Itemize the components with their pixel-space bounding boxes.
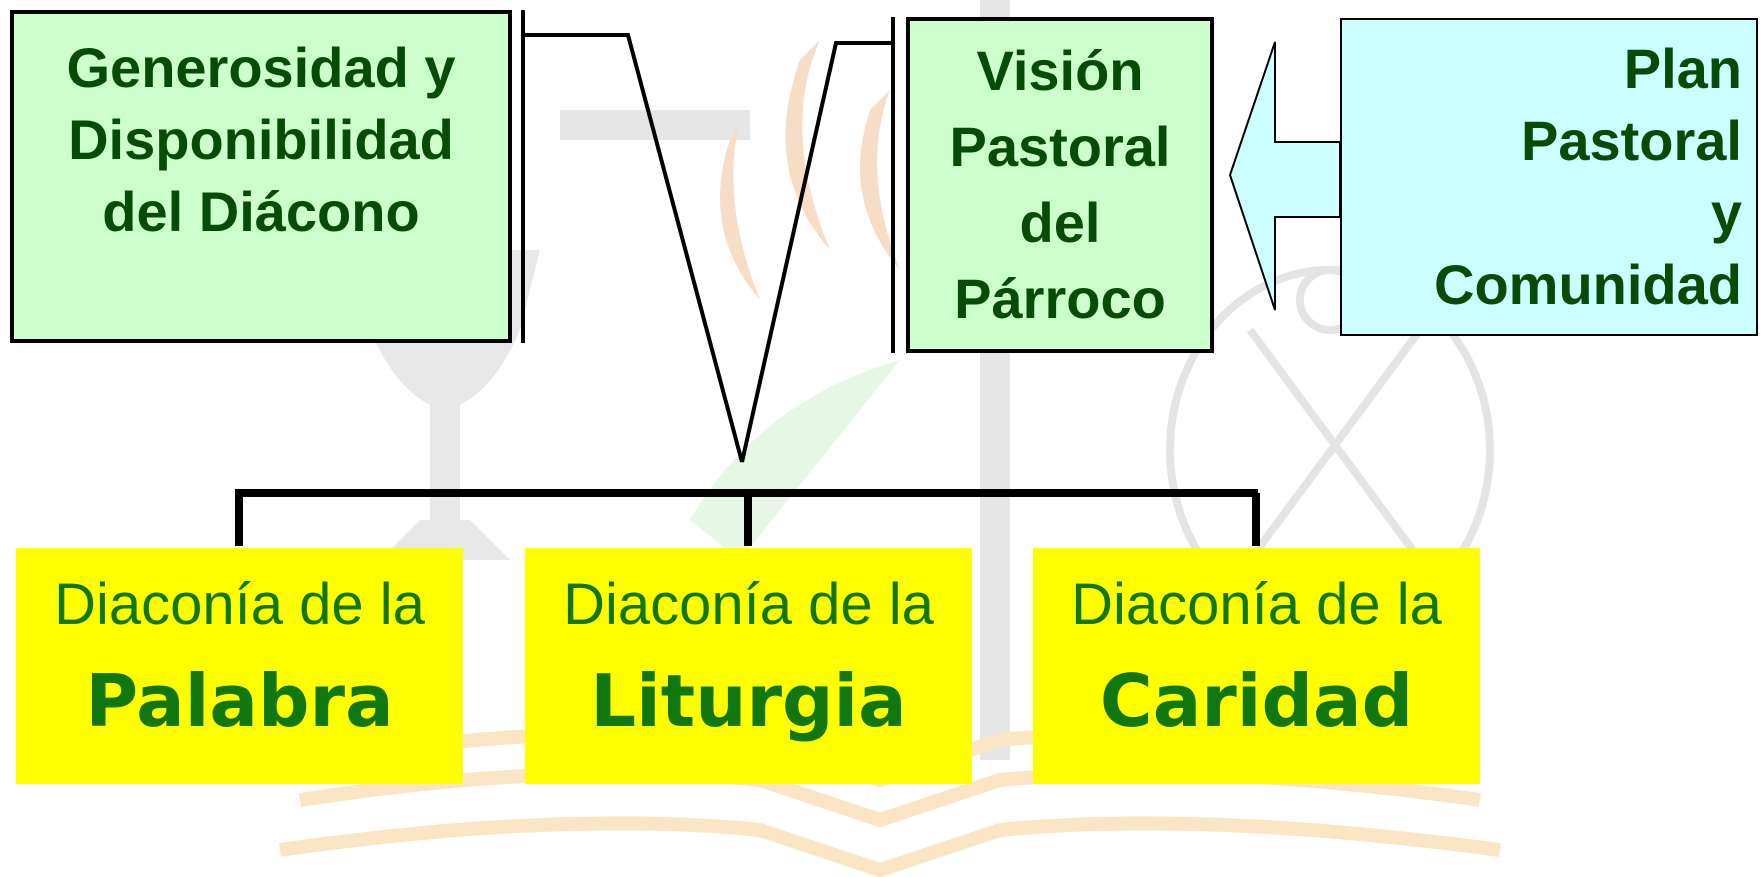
diaconia-name-caridad: Caridad	[1099, 659, 1414, 743]
vision-line-2: Pastoral	[949, 115, 1171, 178]
funnel-right-line	[740, 41, 893, 463]
diaconia-name-palabra: Palabra	[85, 659, 394, 743]
vision-line-3: del	[1019, 191, 1101, 254]
plan-line-2: Pastoral	[1521, 109, 1742, 172]
arrow-left-icon	[1228, 41, 1341, 311]
diaconia-liturgia-box: Diaconía de la Liturgia	[525, 548, 972, 784]
vision-pastoral-box: Visión Pastoral del Párroco	[906, 17, 1214, 353]
diaconia-name-liturgia: Liturgia	[590, 659, 907, 743]
leaf-icon	[690, 360, 900, 560]
vision-line-1: Visión	[976, 39, 1144, 102]
vision-line-4: Párroco	[954, 267, 1166, 330]
generosidad-line-2: Disponibilidad	[68, 108, 454, 171]
plan-line-4: Comunidad	[1434, 253, 1742, 316]
diaconia-palabra-box: Diaconía de la Palabra	[16, 548, 463, 784]
diaconia-prefix: Diaconía de la	[54, 572, 425, 637]
plan-line-1: Plan	[1623, 37, 1742, 100]
plan-line-3: y	[1710, 181, 1742, 244]
flame-icon	[720, 40, 900, 300]
diaconia-prefix: Diaconía de la	[563, 572, 934, 637]
diaconia-caridad-box: Diaconía de la Caridad	[1033, 548, 1480, 784]
generosidad-line-3: del Diácono	[102, 180, 420, 243]
generosidad-box: Generosidad y Disponibilidad del Diácono	[10, 10, 512, 343]
funnel-left-line	[523, 33, 744, 463]
plan-pastoral-box: Plan Pastoral y Comunidad	[1340, 18, 1758, 336]
generosidad-line-1: Generosidad y	[66, 36, 456, 99]
diaconia-prefix: Diaconía de la	[1071, 572, 1442, 637]
